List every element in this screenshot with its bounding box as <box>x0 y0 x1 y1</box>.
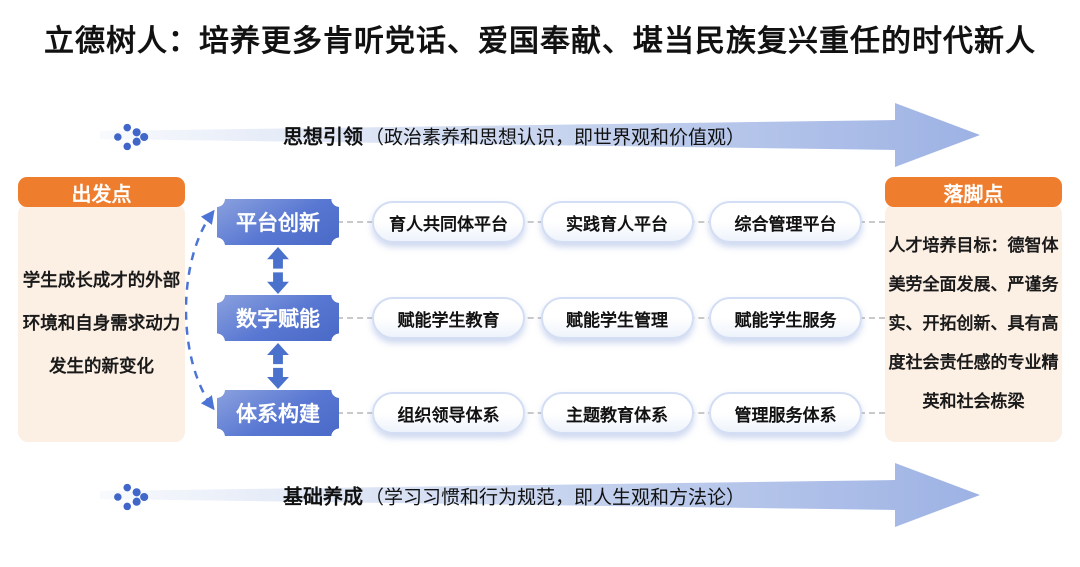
start-panel-text: 学生成长成才的外部 环境和自身需求动力 发生的新变化 <box>22 269 181 376</box>
chevron-dots-icon <box>114 483 149 511</box>
tapered-right-arrow-icon <box>100 463 980 527</box>
pill-item: 赋能学生服务 <box>709 297 862 339</box>
pill-item: 组织领导体系 <box>372 392 525 434</box>
pill-item: 综合管理平台 <box>709 201 862 243</box>
start-panel-header: 出发点 <box>18 177 185 207</box>
banner-top: 思想引领（政治素养和思想认识，即世界观和价值观） <box>100 95 980 175</box>
pill-item: 育人共同体平台 <box>372 201 525 243</box>
banner-bottom: 基础养成（学习习惯和行为规范，即人生观和方法论） <box>100 455 980 535</box>
pill-row-system: 组织领导体系 主题教育体系 管理服务体系 <box>372 392 862 434</box>
pill-row-platform: 育人共同体平台 实践育人平台 综合管理平台 <box>372 201 862 243</box>
double-arrow-icon <box>267 343 289 389</box>
pill-item: 管理服务体系 <box>709 392 862 434</box>
category-box-platform: 平台创新 <box>217 199 339 245</box>
feedback-arc-icon <box>184 209 215 411</box>
pill-item: 赋能学生管理 <box>540 297 694 339</box>
banner-bottom-desc: （学习习惯和行为规范，即人生观和方法论） <box>365 487 746 509</box>
banner-bottom-label: 基础养成 <box>283 486 363 509</box>
pill-item: 赋能学生教育 <box>372 297 525 339</box>
pill-item: 主题教育体系 <box>540 392 694 434</box>
banner-top-text: 思想引领（政治素养和思想认识，即世界观和价值观） <box>283 121 745 150</box>
start-panel-body: 学生成长成才的外部 环境和自身需求动力 发生的新变化 <box>18 204 185 442</box>
end-panel-header: 落脚点 <box>885 177 1062 207</box>
end-panel-body: 人才培养目标：德智体 美劳全面发展、严谨务 实、开拓创新、具有高 度社会责任感的… <box>885 204 1062 442</box>
end-panel-text: 人才培养目标：德智体 美劳全面发展、严谨务 实、开拓创新、具有高 度社会责任感的… <box>888 235 1059 411</box>
page-title: 立德树人：培养更多肯听党话、爱国奉献、堪当民族复兴重任的时代新人 <box>44 25 1036 58</box>
banner-bottom-text: 基础养成（学习习惯和行为规范，即人生观和方法论） <box>283 481 745 510</box>
pill-item: 实践育人平台 <box>540 201 694 243</box>
category-box-digital: 数字赋能 <box>217 295 339 341</box>
pill-row-digital: 赋能学生教育 赋能学生管理 赋能学生服务 <box>372 297 862 339</box>
category-box-system: 体系构建 <box>217 390 339 436</box>
tapered-right-arrow-icon <box>100 103 980 167</box>
banner-top-desc: （政治素养和思想认识，即世界观和价值观） <box>365 127 746 149</box>
chevron-dots-icon <box>114 123 149 151</box>
banner-top-label: 思想引领 <box>283 126 363 149</box>
double-arrow-icon <box>267 247 289 294</box>
